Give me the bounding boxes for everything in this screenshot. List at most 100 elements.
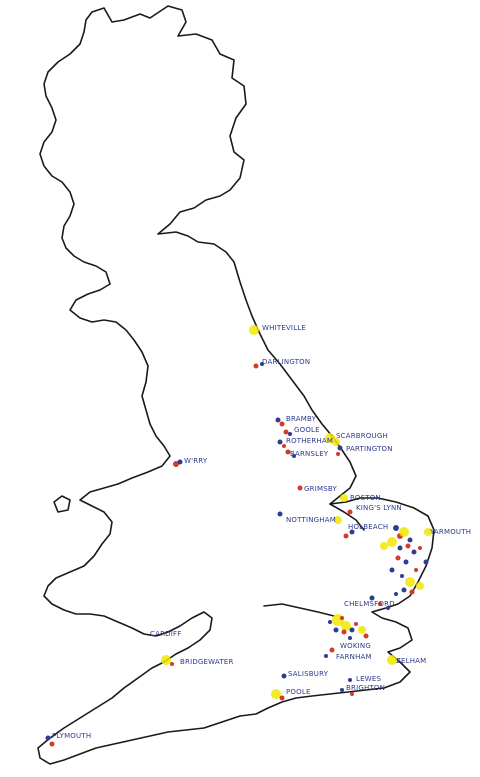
map-marker-yellow bbox=[399, 527, 409, 537]
label-nottingham: NOTTINGHAM bbox=[286, 516, 336, 524]
map-marker-yellow bbox=[341, 621, 351, 631]
coastline-britain bbox=[37, 5, 435, 765]
map-marker-blue bbox=[407, 537, 413, 543]
labels-layer: WHITEVILLE DARLINGTON BRAMBY GOOLE SCARB… bbox=[52, 324, 471, 740]
map-marker-yellow bbox=[334, 516, 342, 524]
label-woking: WOKING bbox=[340, 642, 371, 650]
map-marker-red bbox=[414, 568, 418, 572]
map-marker-blue bbox=[333, 627, 339, 633]
map-marker-blue bbox=[394, 592, 398, 596]
label-boston: BOSTON bbox=[350, 494, 381, 502]
map-marker-yellow bbox=[332, 438, 340, 446]
map-marker-blue bbox=[292, 454, 296, 458]
map-marker-blue bbox=[393, 525, 399, 531]
map-marker-red bbox=[418, 546, 422, 550]
map-marker-red bbox=[173, 461, 179, 467]
map-marker-blue bbox=[348, 636, 352, 640]
map-marker-red bbox=[354, 622, 358, 626]
map-marker-red bbox=[253, 363, 259, 369]
label-yarmouth: YARMOUTH bbox=[429, 528, 471, 536]
map-marker-blue bbox=[288, 432, 292, 436]
map-marker-red bbox=[409, 589, 415, 595]
map-marker-red bbox=[343, 533, 349, 539]
map-marker-blue bbox=[397, 545, 403, 551]
label-barnsley: BARNSLEY bbox=[290, 450, 329, 458]
map-marker-red bbox=[395, 555, 401, 561]
map-marker-red bbox=[283, 429, 289, 435]
map-marker-blue bbox=[277, 439, 283, 445]
map-marker-yellow bbox=[380, 542, 388, 550]
map-marker-blue bbox=[275, 417, 281, 423]
label-whiteville: WHITEVILLE bbox=[262, 324, 306, 332]
label-bramby: BRAMBY bbox=[286, 415, 317, 423]
map-marker-red bbox=[405, 543, 411, 549]
map-marker-yellow bbox=[271, 689, 281, 699]
map-marker-red bbox=[297, 485, 303, 491]
map-marker-red bbox=[285, 449, 291, 455]
label-salisbury: SALISBURY bbox=[288, 670, 329, 678]
map-marker-yellow bbox=[387, 537, 397, 547]
label-chelmsford: CHELMSFORD bbox=[344, 600, 395, 608]
map-marker-blue bbox=[369, 595, 375, 601]
map-marker-yellow bbox=[358, 626, 366, 634]
map-marker-red bbox=[279, 421, 285, 427]
map-marker-blue bbox=[349, 529, 355, 535]
map-marker-blue bbox=[337, 445, 343, 451]
map-marker-yellow bbox=[387, 655, 397, 665]
map-marker-yellow bbox=[405, 577, 415, 587]
map-marker-yellow bbox=[249, 325, 259, 335]
map-marker-red bbox=[329, 647, 335, 653]
estuary-wash bbox=[329, 503, 365, 531]
map-marker-red bbox=[341, 629, 347, 635]
map-marker-red bbox=[340, 616, 344, 620]
map-marker-blue bbox=[349, 627, 355, 633]
label-darlington: DARLINGTON bbox=[262, 358, 310, 366]
map-marker-blue bbox=[400, 574, 404, 578]
map-marker-blue bbox=[403, 559, 409, 565]
map-marker-red bbox=[336, 452, 340, 456]
label-kings-lynn: KING'S LYNN bbox=[356, 504, 402, 512]
map-marker-red bbox=[347, 509, 353, 515]
map-marker-blue bbox=[401, 587, 407, 593]
label-farnham: FARNHAM bbox=[336, 653, 372, 661]
map-marker-blue bbox=[177, 459, 183, 465]
map-marker-yellow bbox=[340, 494, 348, 502]
map-marker-blue bbox=[260, 362, 264, 366]
label-plymouth: PLYMOUTH bbox=[52, 732, 91, 740]
label-partington: PARTINGTON bbox=[346, 445, 393, 453]
label-worry: W'RRY bbox=[184, 457, 208, 465]
map-marker-red bbox=[170, 662, 174, 666]
label-bridgewater: BRIDGEWATER bbox=[180, 658, 234, 666]
map-marker-blue bbox=[348, 678, 352, 682]
label-scarbrough: SCARBROUGH bbox=[336, 432, 388, 440]
label-rotherham: ROTHERHAM bbox=[286, 437, 333, 445]
map-marker-red bbox=[378, 602, 382, 606]
label-grimsby: GRIMSBY bbox=[304, 485, 337, 493]
map-marker-blue bbox=[45, 735, 51, 741]
map-marker-blue bbox=[328, 620, 332, 624]
markers-layer bbox=[45, 325, 432, 747]
map-marker-blue bbox=[281, 673, 287, 679]
map-marker-red bbox=[350, 692, 354, 696]
map-marker-red bbox=[282, 444, 286, 448]
label-brighton: BRIGHTON bbox=[346, 684, 385, 692]
label-holbeach: HOLBEACH bbox=[348, 523, 388, 531]
map-marker-blue bbox=[277, 511, 283, 517]
map-marker-blue bbox=[386, 606, 390, 610]
label-zelham: ZELHAM bbox=[396, 657, 426, 665]
map-marker-red bbox=[363, 633, 369, 639]
map-marker-blue bbox=[340, 688, 344, 692]
map-marker-blue bbox=[411, 549, 417, 555]
label-goole: GOOLE bbox=[294, 426, 320, 434]
map-marker-blue bbox=[324, 654, 328, 658]
coastline-islet-anglesey bbox=[53, 495, 71, 513]
river-thames bbox=[263, 603, 335, 617]
label-cardiff: CARDIFF bbox=[150, 630, 181, 638]
map-marker-red bbox=[49, 741, 55, 747]
label-poole: POOLE bbox=[286, 688, 311, 696]
map-marker-yellow bbox=[161, 655, 171, 665]
map-marker-blue bbox=[423, 559, 429, 565]
map-marker-yellow bbox=[424, 528, 432, 536]
map-marker-yellow bbox=[416, 582, 424, 590]
